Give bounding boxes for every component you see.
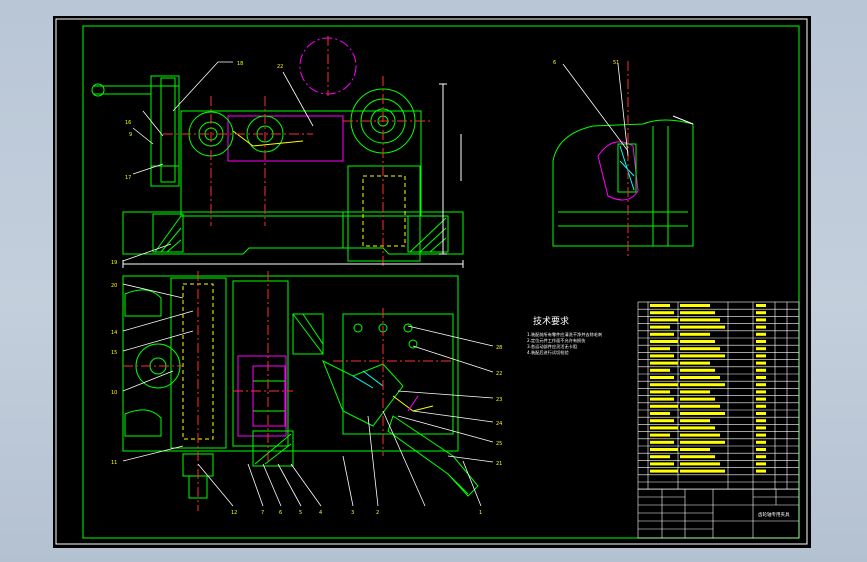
balloon-23: 23 [496, 397, 502, 403]
balloon-5: 5 [299, 510, 302, 516]
balloon-11: 11 [111, 460, 117, 466]
balloons-section: 6 51 [553, 60, 619, 66]
tech-req-item-3: 3.各运动部件应灵活无卡阻 [527, 343, 578, 350]
title-block [637, 488, 800, 539]
top-view [91, 36, 464, 268]
balloon-6-section: 6 [553, 60, 556, 66]
balloon-7: 7 [261, 510, 264, 516]
balloon-22: 22 [277, 64, 283, 70]
balloon-14: 14 [111, 330, 117, 336]
tech-req-item-2: 2.定位元件工作面不允许有损伤 [527, 337, 585, 344]
balloon-4: 4 [319, 510, 322, 516]
balloon-25: 25 [496, 441, 502, 447]
balloon-28: 28 [496, 345, 502, 351]
title-block-name: 齿轮轴专用夹具 [758, 511, 790, 518]
tech-req-item-1: 1.装配前所有零件应清洗干净并去除毛刺 [527, 331, 602, 338]
balloons-front-left: 20 14 15 10 11 [111, 283, 117, 466]
drawing-frame [55, 18, 808, 545]
balloon-51: 51 [613, 60, 619, 66]
tech-req-item-4: 4.装配后进行试切检验 [527, 349, 569, 356]
balloon-21: 21 [496, 461, 502, 467]
tech-req-heading: 技术要求 [533, 315, 569, 327]
leader-lines [122, 61, 629, 507]
balloon-18: 18 [237, 61, 243, 67]
drawing-sheet: 18 22 16 9 17 19 6 51 20 14 15 10 11 28 … [53, 16, 811, 548]
section-view [552, 61, 694, 256]
balloon-16: 16 [125, 120, 131, 126]
balloon-1: 1 [479, 510, 482, 516]
balloon-3: 3 [351, 510, 354, 516]
balloon-12: 12 [231, 510, 237, 516]
parts-list [637, 301, 800, 490]
balloon-9: 9 [129, 132, 132, 138]
balloons-top: 18 22 16 9 17 19 [111, 61, 283, 266]
balloon-6: 6 [279, 510, 282, 516]
front-view [122, 271, 479, 511]
technical-requirements: 技术要求 1.装配前所有零件应清洗干净并去除毛刺 2.定位元件工作面不允许有损伤… [527, 315, 602, 356]
balloon-2: 2 [376, 510, 379, 516]
balloon-17: 17 [125, 175, 131, 181]
balloon-15: 15 [111, 350, 117, 356]
balloon-10: 10 [111, 390, 117, 396]
balloons-front-right: 28 22 23 24 25 21 [496, 345, 502, 467]
balloons-bottom: 12 7 6 5 4 3 2 1 [231, 510, 482, 516]
balloon-19: 19 [111, 260, 117, 266]
balloon-22-front: 22 [496, 371, 502, 377]
balloon-24: 24 [496, 421, 502, 427]
balloon-20: 20 [111, 283, 117, 289]
